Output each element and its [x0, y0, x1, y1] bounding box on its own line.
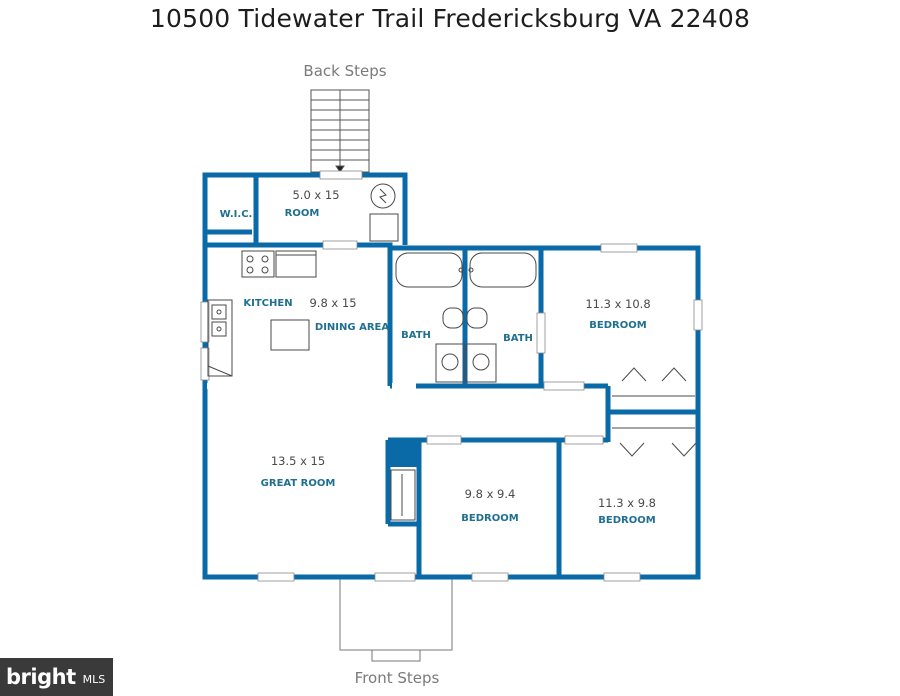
watermark-suffix: MLS	[82, 672, 106, 686]
room-label-bedroom-3: BEDROOM	[598, 515, 655, 526]
fixtures	[207, 183, 697, 521]
front-steps	[339, 577, 453, 662]
room-dims-great-room: 13.5 x 15	[271, 454, 325, 468]
bright-mls-watermark: bright MLS	[0, 658, 113, 696]
room-label-kitchen: KITCHEN	[243, 298, 292, 309]
room-label-great-room: GREAT ROOM	[261, 478, 336, 489]
room-dims-bedroom-1: 11.3 x 10.8	[585, 297, 650, 311]
room-label-wic: W.I.C.	[220, 209, 253, 220]
room-label-bath-2: BATH	[503, 333, 533, 344]
room-dims-dining: 9.8 x 15	[309, 296, 356, 310]
room-dims-room: 5.0 x 15	[292, 188, 339, 202]
room-label-bedroom-2: BEDROOM	[461, 513, 518, 524]
room-label-bedroom-1: BEDROOM	[589, 320, 646, 331]
fireplace-block	[389, 441, 418, 467]
room-dims-bedroom-2: 9.8 x 9.4	[465, 487, 516, 501]
room-dims-bedroom-3: 11.3 x 9.8	[598, 496, 656, 510]
walls	[202, 172, 701, 580]
room-label-dining: DINING AREA	[315, 322, 389, 333]
page-title: 10500 Tidewater Trail Fredericksburg VA …	[149, 4, 751, 33]
front-steps-label: Front Steps	[355, 669, 440, 687]
watermark-brand: bright	[6, 665, 76, 689]
room-label-room: ROOM	[285, 208, 320, 219]
openings	[200, 170, 703, 582]
room-label-bath-1: BATH	[401, 330, 431, 341]
back-steps-label: Back Steps	[303, 62, 386, 80]
back-steps	[310, 89, 370, 173]
